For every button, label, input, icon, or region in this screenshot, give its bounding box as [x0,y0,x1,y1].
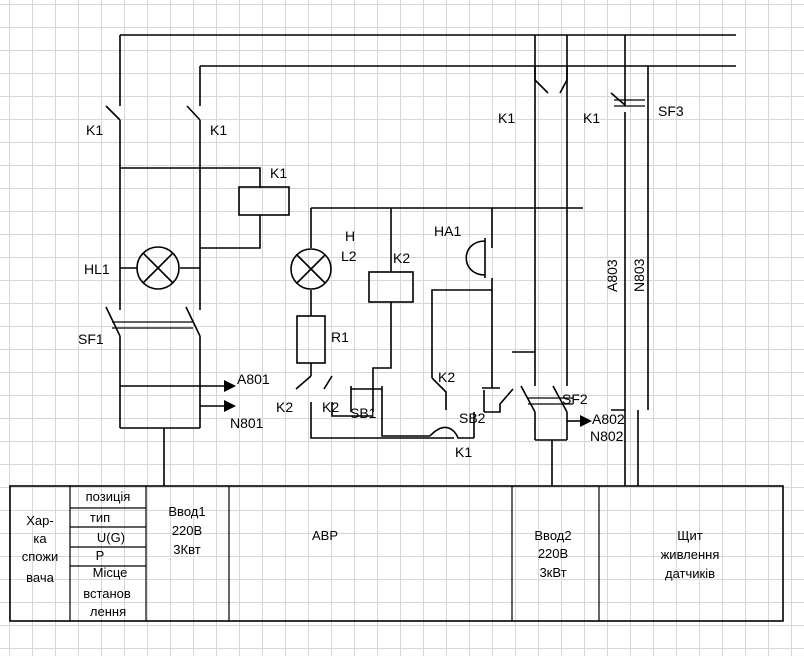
label-a802: A802 [592,411,625,427]
param-location-2: встанов [83,586,131,601]
breaker-sf2 [520,340,592,486]
label-hl1: HL1 [84,261,110,277]
label-sf2: SF2 [562,391,588,407]
label-k1-coil: K1 [270,165,287,181]
param-type: тип [90,510,110,525]
input2-line-1: Ввод2 [534,528,571,543]
panel-line-3: датчиків [665,566,715,581]
label-n801: N801 [230,415,264,431]
panel-line-1: Щит [677,528,702,543]
param-location-1: Місце [93,565,128,580]
label-a801: A801 [237,371,270,387]
label-sf1: SF1 [78,331,104,347]
label-k1-bottom: K1 [455,444,472,460]
lamp-hl1 [120,246,200,290]
param-position: позиція [86,489,131,504]
input1-line-1: Ввод1 [168,504,205,519]
power-bus [119,34,736,106]
label-k2-b: K2 [322,399,339,415]
header-line-1: Хар- [26,513,53,528]
label-sb2: SB2 [459,410,486,426]
title-block-text: Хар- ка спожи вача позиція тип U(G) P Мі… [22,489,720,619]
label-ha1: HA1 [434,223,461,239]
component-labels: K1 K1 K1 K1 K1 SF3 HL1 H L2 HA1 K2 R1 SF… [78,103,684,460]
input2-line-3: 3кВт [539,565,566,580]
label-sf3: SF3 [658,103,684,119]
breaker-sf1 [105,306,201,486]
label-k1-c: K1 [498,110,515,126]
input1-line-2: 220В [172,523,202,538]
label-n803: N803 [631,258,647,292]
label-sb1: SB1 [350,405,377,421]
label-hl2-b: L2 [341,248,357,264]
label-n802: N802 [590,428,624,444]
title-block [9,485,784,622]
ats-circuit [290,66,583,439]
header-line-3: спожи [22,549,59,564]
breaker-sf3 [534,66,649,486]
ats-cell: АВР [312,528,338,543]
input2-line-2: 220В [538,546,568,561]
label-hl2-a: H [345,228,355,244]
param-voltage: U(G) [97,530,125,545]
label-k2-coil: K2 [393,250,410,266]
param-location-3: лення [90,604,126,619]
label-k2-c: K2 [438,369,455,385]
label-k2-a: K2 [276,399,293,415]
coil-k1 [238,186,290,216]
label-k1-d: K1 [583,110,600,126]
header-line-2: ка [33,531,47,546]
outputs-801 [120,380,236,412]
label-r1: R1 [331,329,349,345]
input1-line-3: 3Квт [173,542,200,557]
contactor-k1-contacts [105,105,261,310]
coil-k2 [368,271,414,303]
label-k1-b: K1 [210,122,227,138]
param-power: P [96,548,105,563]
header-line-4: вача [26,570,54,585]
resistor-r1 [296,315,326,364]
label-k1-a: K1 [86,122,103,138]
panel-line-2: живлення [661,547,720,562]
label-a803: A803 [604,259,620,292]
